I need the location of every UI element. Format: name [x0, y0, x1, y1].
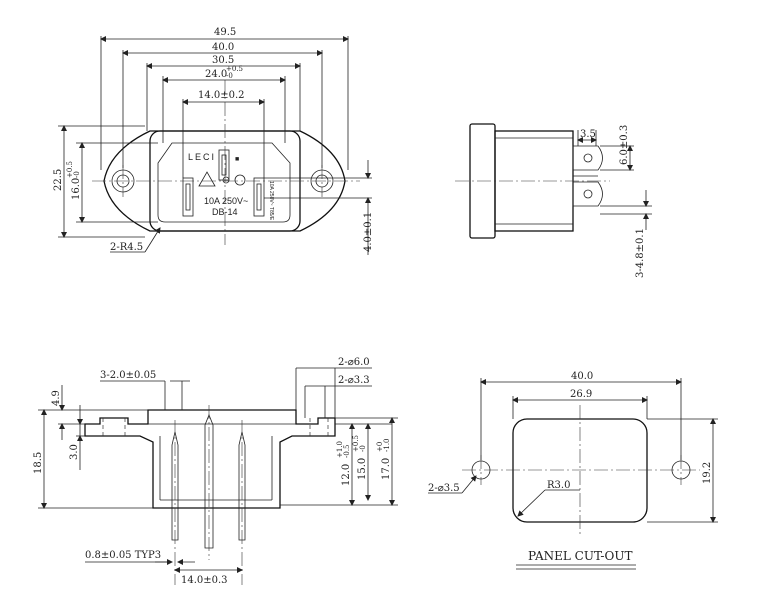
- r-label: 2-R4.5: [110, 242, 143, 253]
- pin-middle: [204, 413, 214, 549]
- dim-15-0-tol-upper: +0.5: [352, 435, 360, 452]
- dim-22-5: 22.5: [53, 169, 64, 191]
- cutout-dim-holes: 2-⌀3.5: [428, 483, 460, 494]
- dim-15-0-tol-lower: -0: [359, 445, 367, 452]
- dim-15-0: 15.0: [357, 458, 368, 480]
- contact-left-slot: [185, 183, 191, 211]
- dim-12-0-tol-lower: -0.5: [343, 445, 351, 459]
- terminal-upper: [572, 145, 603, 171]
- dim-16-0-tol-lower: -0: [73, 171, 81, 178]
- dim-12-0: 12.0: [341, 464, 352, 486]
- cert-mark-icon: [234, 174, 246, 186]
- section-view: 3-2.0±0.05 4.9 3.0 18.5 2-⌀6.0 2-⌀3.3 12…: [33, 357, 398, 586]
- dim-30-5: 30.5: [212, 55, 234, 66]
- mark-leci: LECI: [188, 152, 216, 162]
- front-flange-outline: [103, 130, 346, 232]
- contact-right-slot: [256, 183, 262, 211]
- dim-12-0-tol-upper: +1.0: [336, 441, 344, 458]
- dim-holes-3-3: 2-⌀3.3: [338, 375, 370, 386]
- terminal-lower: [572, 181, 603, 207]
- dim-16-0-tol-upper: +0.5: [66, 161, 74, 178]
- mark-sq-icon: ■: [235, 156, 239, 163]
- dim-24-0-tol-upper: +0.5: [226, 65, 243, 73]
- dim-17-0-tol-lower: -1.0: [383, 439, 391, 453]
- cutout-title: PANEL CUT-OUT: [528, 549, 632, 563]
- dim-6-0: 6.0±0.3: [619, 125, 630, 165]
- dim-40-0: 40.0: [212, 42, 234, 53]
- dim-4-8: 3-4.8±0.1: [635, 228, 646, 278]
- dim-pin-thickness: 0.8±0.05 TYP3: [85, 550, 161, 561]
- contact-earth-slot: [221, 154, 227, 176]
- cutout-dim-26-9: 26.9: [570, 389, 592, 400]
- contact-right: [253, 177, 265, 217]
- socket-outline: [157, 142, 291, 223]
- dim-holes-6-0: 2-⌀6.0: [338, 357, 370, 368]
- dim-3-5: 3.5: [580, 129, 596, 140]
- dim-3-0: 3.0: [69, 444, 80, 460]
- section-outline: [84, 409, 336, 509]
- warning-triangle-icon: [198, 171, 216, 187]
- dim-18-5: 18.5: [33, 452, 44, 474]
- terminal-lower-hole: [583, 189, 593, 199]
- panel-cutout-view: 40.0 26.9 19.2 2-⌀3.5 R3.0 PANEL CUT-OUT: [428, 371, 718, 570]
- dim-24-0-tol-lower: -0: [226, 72, 233, 80]
- dim-14-0: 14.0±0.2: [198, 90, 245, 101]
- contact-left: [182, 177, 194, 217]
- dim-4-0: 4.0±0.1: [363, 212, 374, 252]
- cutout-dim-r3-0: R3.0: [547, 480, 570, 491]
- front-view: LECI ■ 10A 250V~ DB-14 10A 250V~ T85/E 4…: [53, 27, 374, 255]
- dim-49-5: 49.5: [214, 27, 236, 38]
- dim-pins: 3-2.0±0.05: [100, 370, 156, 381]
- dim-4-9: 4.9: [51, 390, 62, 406]
- dim-14-0-pins: 14.0±0.3: [181, 575, 228, 586]
- contact-earth: [218, 149, 230, 181]
- dim-24-0: 24.0: [205, 69, 227, 80]
- dim-17-0: 17.0: [381, 458, 392, 480]
- cutout-dim-40-0: 40.0: [571, 371, 593, 382]
- dim-17-0-tol-upper: +0: [376, 442, 384, 452]
- dim-16-0: 16.0: [71, 178, 82, 200]
- side-view: 3.5 6.0±0.3 3-4.8±0.1: [455, 123, 652, 278]
- terminal-upper-hole: [583, 153, 593, 163]
- cert-mark-small-icon: [222, 176, 230, 184]
- pin-right: [238, 431, 246, 541]
- side-small-text: 10A 250V~ T85/E: [268, 181, 274, 221]
- pin-left: [171, 431, 179, 541]
- rating-line1: 10A 250V~: [204, 196, 248, 206]
- cutout-dim-19-2: 19.2: [702, 462, 713, 484]
